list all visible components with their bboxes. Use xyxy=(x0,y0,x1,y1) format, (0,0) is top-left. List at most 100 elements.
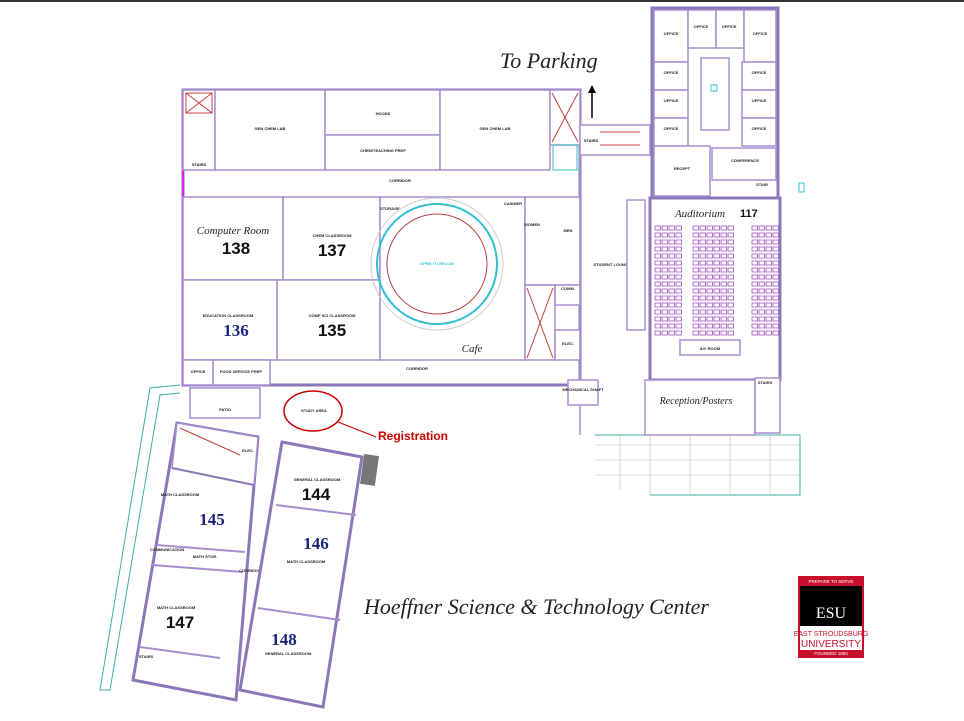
auditorium-seat xyxy=(713,302,720,308)
auditorium-seat xyxy=(692,281,699,287)
auditorium-seat xyxy=(654,330,661,336)
svg-text:UNIVERSITY: UNIVERSITY xyxy=(801,639,861,650)
auditorium-seat xyxy=(668,309,675,315)
auditorium-seat xyxy=(654,225,661,231)
auditorium-seat xyxy=(751,246,758,252)
auditorium-seat xyxy=(661,330,668,336)
auditorium-seat xyxy=(772,274,779,280)
auditorium-seat xyxy=(699,316,706,322)
auditorium-seat xyxy=(654,239,661,245)
auditorium-seat xyxy=(699,232,706,238)
auditorium-seat xyxy=(668,246,675,252)
auditorium-seat xyxy=(661,288,668,294)
auditorium-seat xyxy=(699,225,706,231)
svg-text:STUDENT LOUNGE: STUDENT LOUNGE xyxy=(593,262,630,267)
svg-text:OFFICE: OFFICE xyxy=(752,126,767,131)
svg-text:STUDY AREA: STUDY AREA xyxy=(301,408,327,413)
lower-wing: PATIO ELEC. MATH CLASSROOM 145 COMMUNICA… xyxy=(131,387,380,709)
hoods-room xyxy=(324,89,441,136)
auditorium-seat xyxy=(720,316,727,322)
auditorium-seat xyxy=(699,302,706,308)
svg-text:COMMUNICATION: COMMUNICATION xyxy=(150,547,185,552)
auditorium-seat xyxy=(692,253,699,259)
auditorium-seat xyxy=(713,316,720,322)
svg-text:Registration: Registration xyxy=(378,429,448,443)
auditorium-seat xyxy=(675,302,682,308)
auditorium-seat xyxy=(713,281,720,287)
auditorium-seat xyxy=(706,323,713,329)
svg-text:Cafe: Cafe xyxy=(462,343,483,355)
auditorium-seat xyxy=(654,253,661,259)
auditorium-seat xyxy=(751,288,758,294)
auditorium-seat xyxy=(654,302,661,308)
office-wing: OFFICE OFFICE OFFICE OFFICE OFFICE OFFIC… xyxy=(650,6,805,202)
svg-text:OFFICE: OFFICE xyxy=(191,369,206,374)
auditorium-seat xyxy=(751,253,758,259)
registration-marker: Registration xyxy=(283,390,448,443)
auditorium-seat xyxy=(727,281,734,287)
auditorium-seat xyxy=(692,225,699,231)
auditorium-seat xyxy=(692,309,699,315)
svg-text:MATH STOR.: MATH STOR. xyxy=(193,554,218,559)
auditorium-seat xyxy=(765,295,772,301)
svg-text:STORAGE: STORAGE xyxy=(380,206,400,211)
window-top-border xyxy=(0,0,964,2)
svg-text:HOODS: HOODS xyxy=(376,111,391,116)
auditorium-seat xyxy=(772,246,779,252)
auditorium-seat xyxy=(720,302,727,308)
svg-text:CHEM/TEACHING PREP: CHEM/TEACHING PREP xyxy=(360,148,406,153)
auditorium-seat xyxy=(751,309,758,315)
auditorium-seat xyxy=(772,316,779,322)
auditorium-seat xyxy=(654,323,661,329)
auditorium-seat xyxy=(661,316,668,322)
auditorium-seat xyxy=(713,253,720,259)
svg-text:Computer Room: Computer Room xyxy=(197,225,269,237)
auditorium-seat xyxy=(675,274,682,280)
auditorium-seat xyxy=(675,316,682,322)
auditorium-seat xyxy=(713,260,720,266)
svg-text:MEN: MEN xyxy=(564,228,573,233)
auditorium-seat xyxy=(699,288,706,294)
svg-text:WOMEN: WOMEN xyxy=(524,222,540,227)
auditorium-seat xyxy=(713,274,720,280)
auditorium-seat xyxy=(758,323,765,329)
auditorium-seat xyxy=(699,239,706,245)
auditorium-seat xyxy=(751,316,758,322)
auditorium-seat xyxy=(654,232,661,238)
auditorium-seat xyxy=(727,323,734,329)
auditorium-seat xyxy=(692,288,699,294)
auditorium-seat xyxy=(675,267,682,273)
auditorium-seat xyxy=(668,260,675,266)
auditorium-seat xyxy=(706,288,713,294)
auditorium-seat xyxy=(699,295,706,301)
auditorium-seat xyxy=(713,267,720,273)
auditorium-seat xyxy=(668,295,675,301)
auditorium-seat xyxy=(765,260,772,266)
svg-text:146: 146 xyxy=(303,534,329,553)
restrooms xyxy=(524,196,581,286)
auditorium-seat xyxy=(727,260,734,266)
auditorium-seat xyxy=(727,274,734,280)
auditorium-seat xyxy=(751,239,758,245)
room-136 xyxy=(182,279,278,361)
auditorium-seat xyxy=(692,316,699,322)
auditorium-seat xyxy=(706,274,713,280)
svg-text:STAIRS: STAIRS xyxy=(584,138,599,143)
auditorium-seat xyxy=(772,225,779,231)
auditorium-seat xyxy=(772,232,779,238)
auditorium-seat xyxy=(772,267,779,273)
auditorium-seat xyxy=(751,260,758,266)
auditorium-seat xyxy=(654,260,661,266)
auditorium-seat xyxy=(765,302,772,308)
auditorium-seat xyxy=(706,225,713,231)
auditorium-seat xyxy=(758,232,765,238)
auditorium-seat xyxy=(765,232,772,238)
auditorium-seat xyxy=(720,274,727,280)
auditorium-seat xyxy=(661,260,668,266)
auditorium-seat xyxy=(772,239,779,245)
svg-text:ELEC.: ELEC. xyxy=(562,341,574,346)
auditorium-seat xyxy=(727,316,734,322)
auditorium-seat xyxy=(654,246,661,252)
svg-text:PATIO: PATIO xyxy=(219,407,231,412)
svg-text:135: 135 xyxy=(318,321,346,340)
